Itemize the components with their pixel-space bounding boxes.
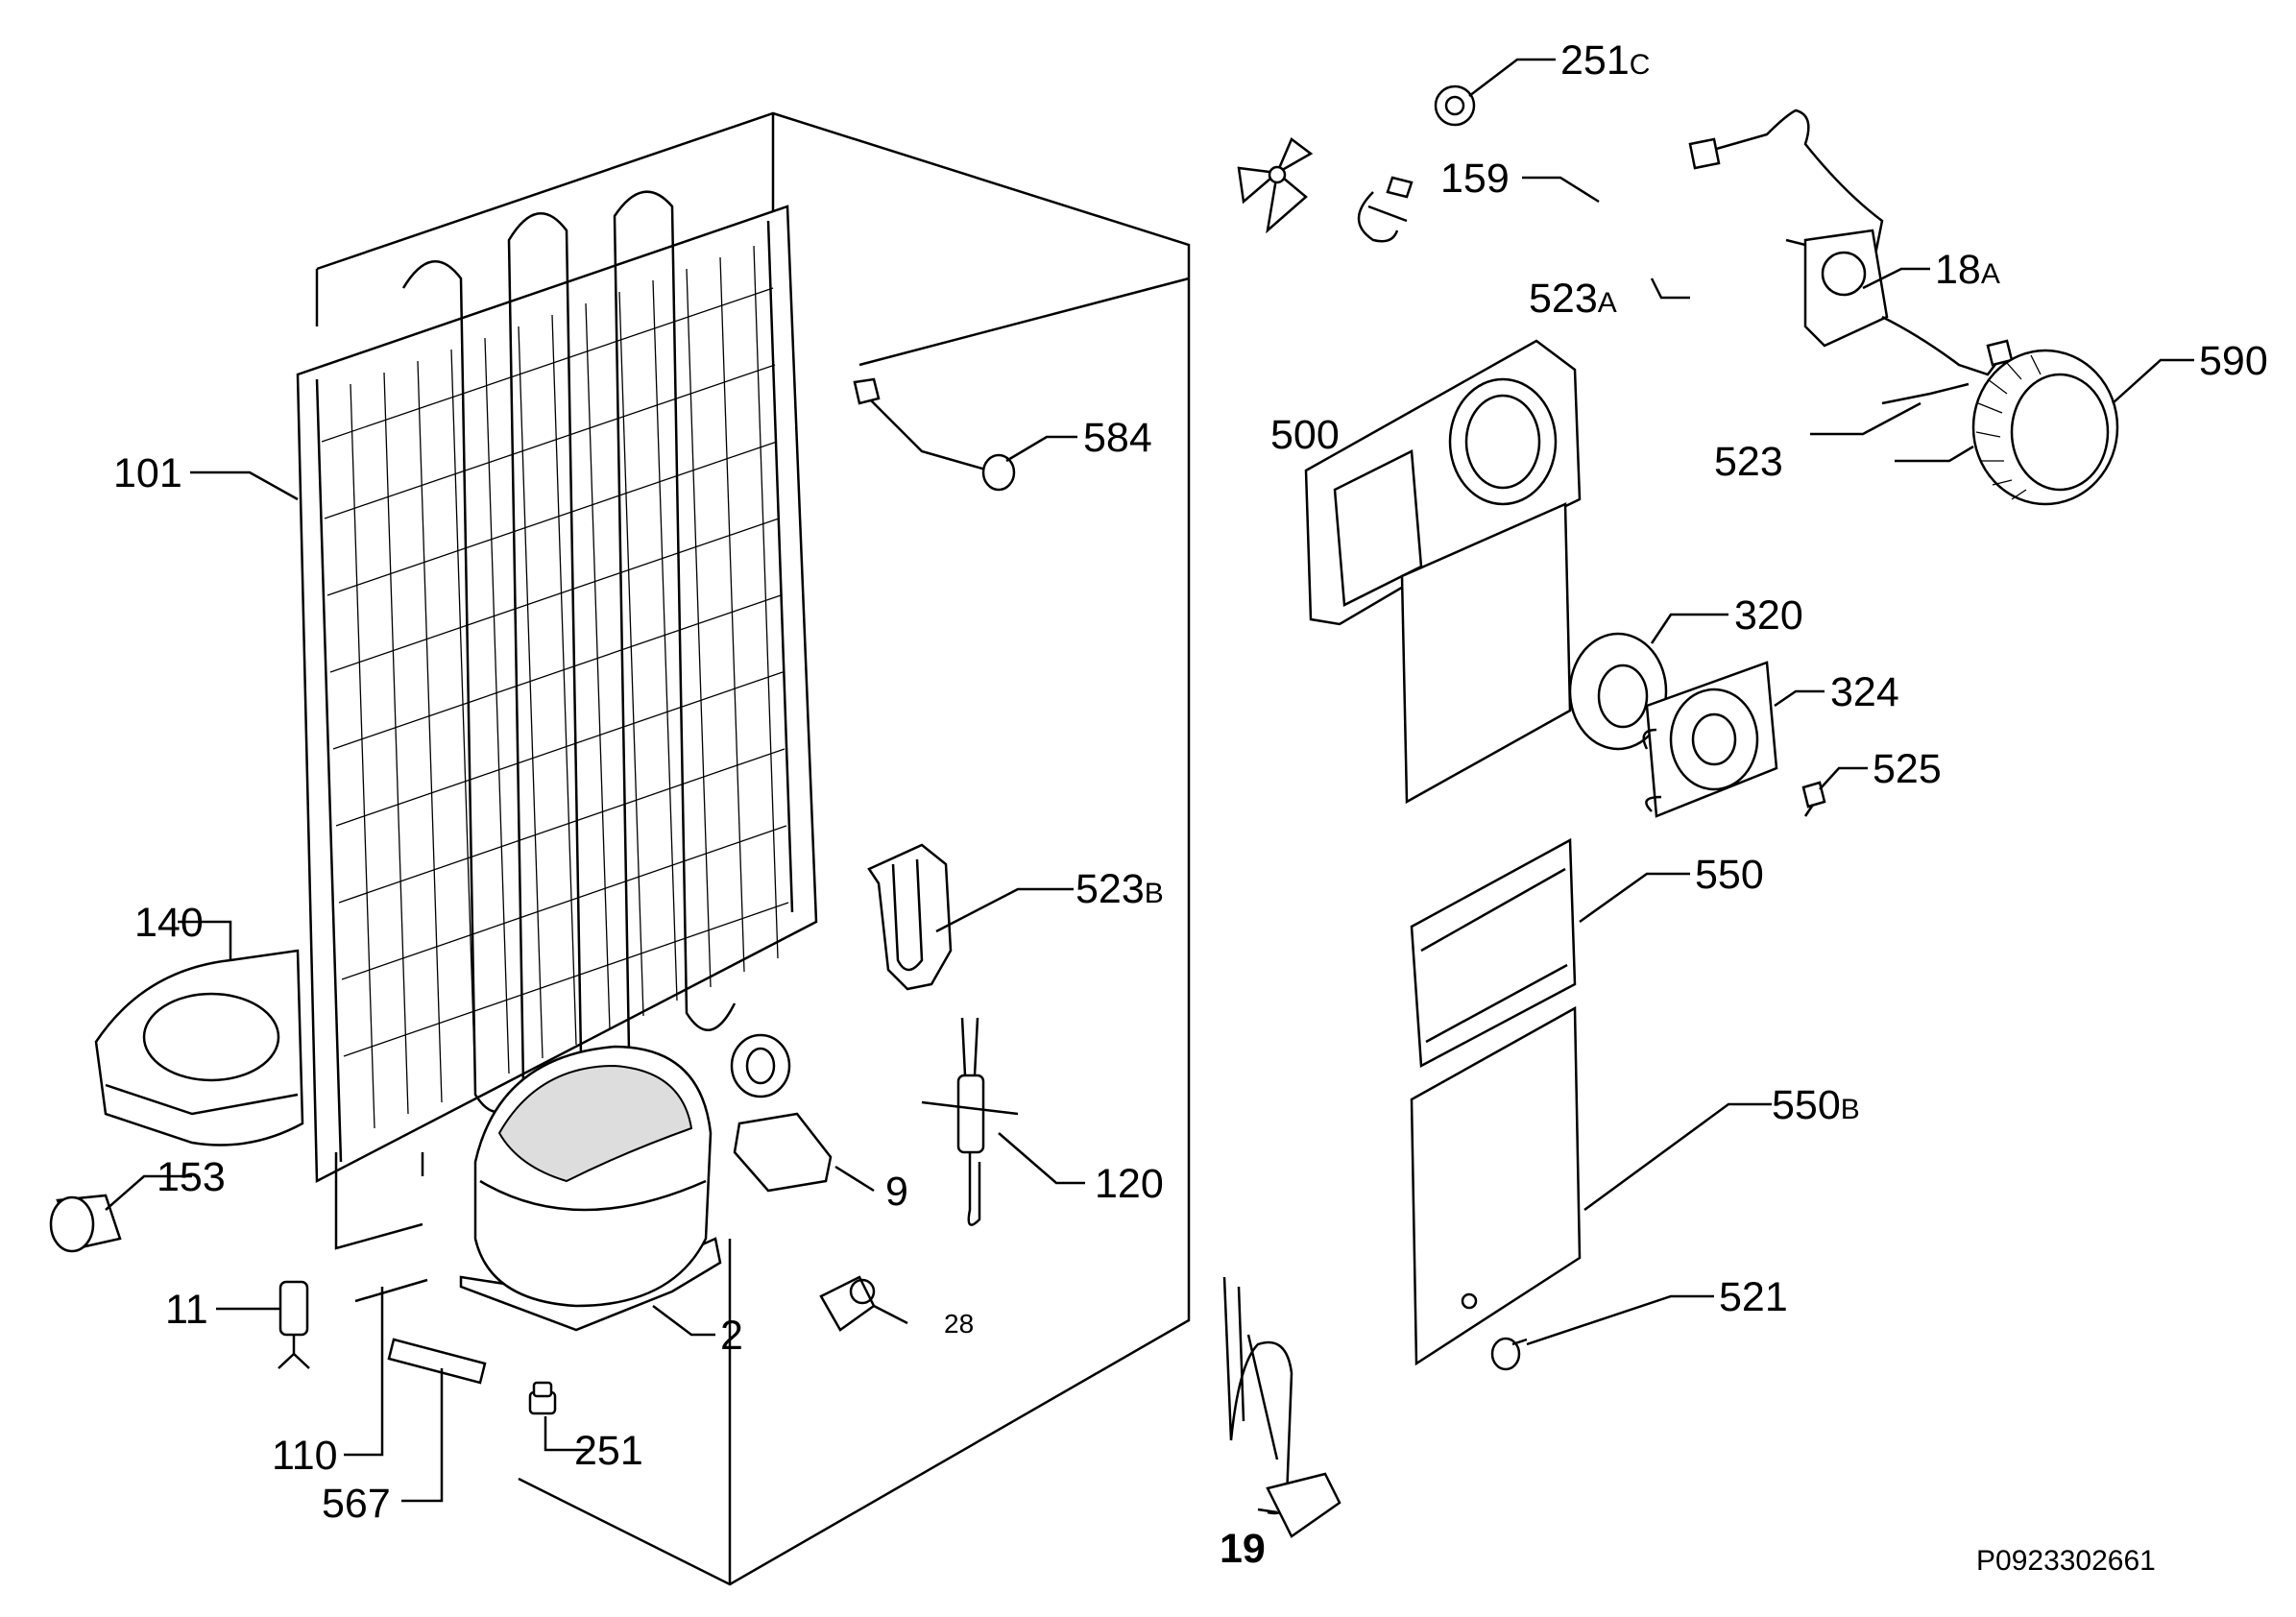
label-521: 521 <box>1719 1274 1788 1320</box>
label-110: 110 <box>272 1433 338 1479</box>
label-523a-suffix: A <box>1598 287 1617 319</box>
clip-523b <box>867 843 953 991</box>
label-101: 101 <box>113 450 182 496</box>
label-11: 11 <box>165 1287 208 1333</box>
label-525: 525 <box>1873 746 1942 792</box>
label-550b-number: 550 <box>1772 1082 1841 1128</box>
label-567: 567 <box>322 1481 391 1527</box>
label-251c: 251C <box>1560 37 1650 84</box>
label-18a-suffix: A <box>1981 258 2000 290</box>
label-523b: 523B <box>1075 866 1164 912</box>
label-153: 153 <box>157 1154 226 1200</box>
fan-rotor-590 <box>1971 349 2119 506</box>
relay-9 <box>730 1033 833 1193</box>
power-cord-19 <box>1222 1276 1341 1538</box>
label-120: 120 <box>1095 1161 1164 1207</box>
drip-tray-140 <box>94 949 304 1146</box>
label-2: 2 <box>720 1313 743 1359</box>
label-251c-number: 251 <box>1560 37 1630 84</box>
label-523b-suffix: B <box>1145 878 1164 909</box>
label-18a-number: 18 <box>1935 247 1981 293</box>
fan-motor-18a <box>1688 109 1889 348</box>
label-19: 19 <box>1220 1526 1266 1572</box>
label-523b-number: 523 <box>1075 866 1145 912</box>
part-11 <box>278 1280 310 1369</box>
part-110-tube <box>354 1278 428 1303</box>
label-523: 523 <box>1714 439 1783 485</box>
part-251c <box>1434 84 1476 127</box>
label-523a: 523A <box>1529 276 1617 322</box>
label-140: 140 <box>134 900 204 946</box>
compressor-2 <box>459 1045 722 1332</box>
label-18a: 18A <box>1935 247 2000 293</box>
fan-housing-324 <box>1642 661 1778 818</box>
part-28 <box>819 1275 876 1332</box>
label-251c-suffix: C <box>1630 49 1651 81</box>
drawing-code: P0923302661 <box>1976 1545 2156 1577</box>
leader-lines <box>105 58 2194 1514</box>
label-500: 500 <box>1270 412 1340 458</box>
part-251 <box>528 1381 557 1415</box>
part-153 <box>49 1194 122 1253</box>
label-584: 584 <box>1083 415 1152 461</box>
label-28: 28 <box>944 1309 974 1339</box>
label-550b: 550B <box>1772 1082 1860 1128</box>
label-9: 9 <box>885 1169 908 1215</box>
part-584 <box>853 377 1016 492</box>
ring-320 <box>1568 632 1668 751</box>
cabinet-outline <box>315 111 1191 1586</box>
cable-523 <box>1881 315 2014 405</box>
cover-500 <box>1304 339 1582 805</box>
label-251: 251 <box>574 1428 643 1474</box>
label-324: 324 <box>1830 669 1899 715</box>
label-523a-number: 523 <box>1529 276 1598 322</box>
label-550: 550 <box>1695 852 1764 898</box>
condenser-101 <box>296 190 818 1250</box>
part-521 <box>1490 1337 1528 1371</box>
part-523a <box>1357 176 1414 243</box>
part-567-plate <box>387 1338 487 1385</box>
label-590: 590 <box>2199 338 2268 384</box>
panel-550 <box>1410 837 1577 1069</box>
label-159: 159 <box>1440 156 1510 202</box>
part-120 <box>921 1017 1019 1226</box>
fan-blade-159 <box>1237 137 1314 234</box>
label-320: 320 <box>1734 592 1803 639</box>
label-550b-suffix: B <box>1841 1094 1860 1125</box>
panel-550b <box>1410 1005 1582 1366</box>
